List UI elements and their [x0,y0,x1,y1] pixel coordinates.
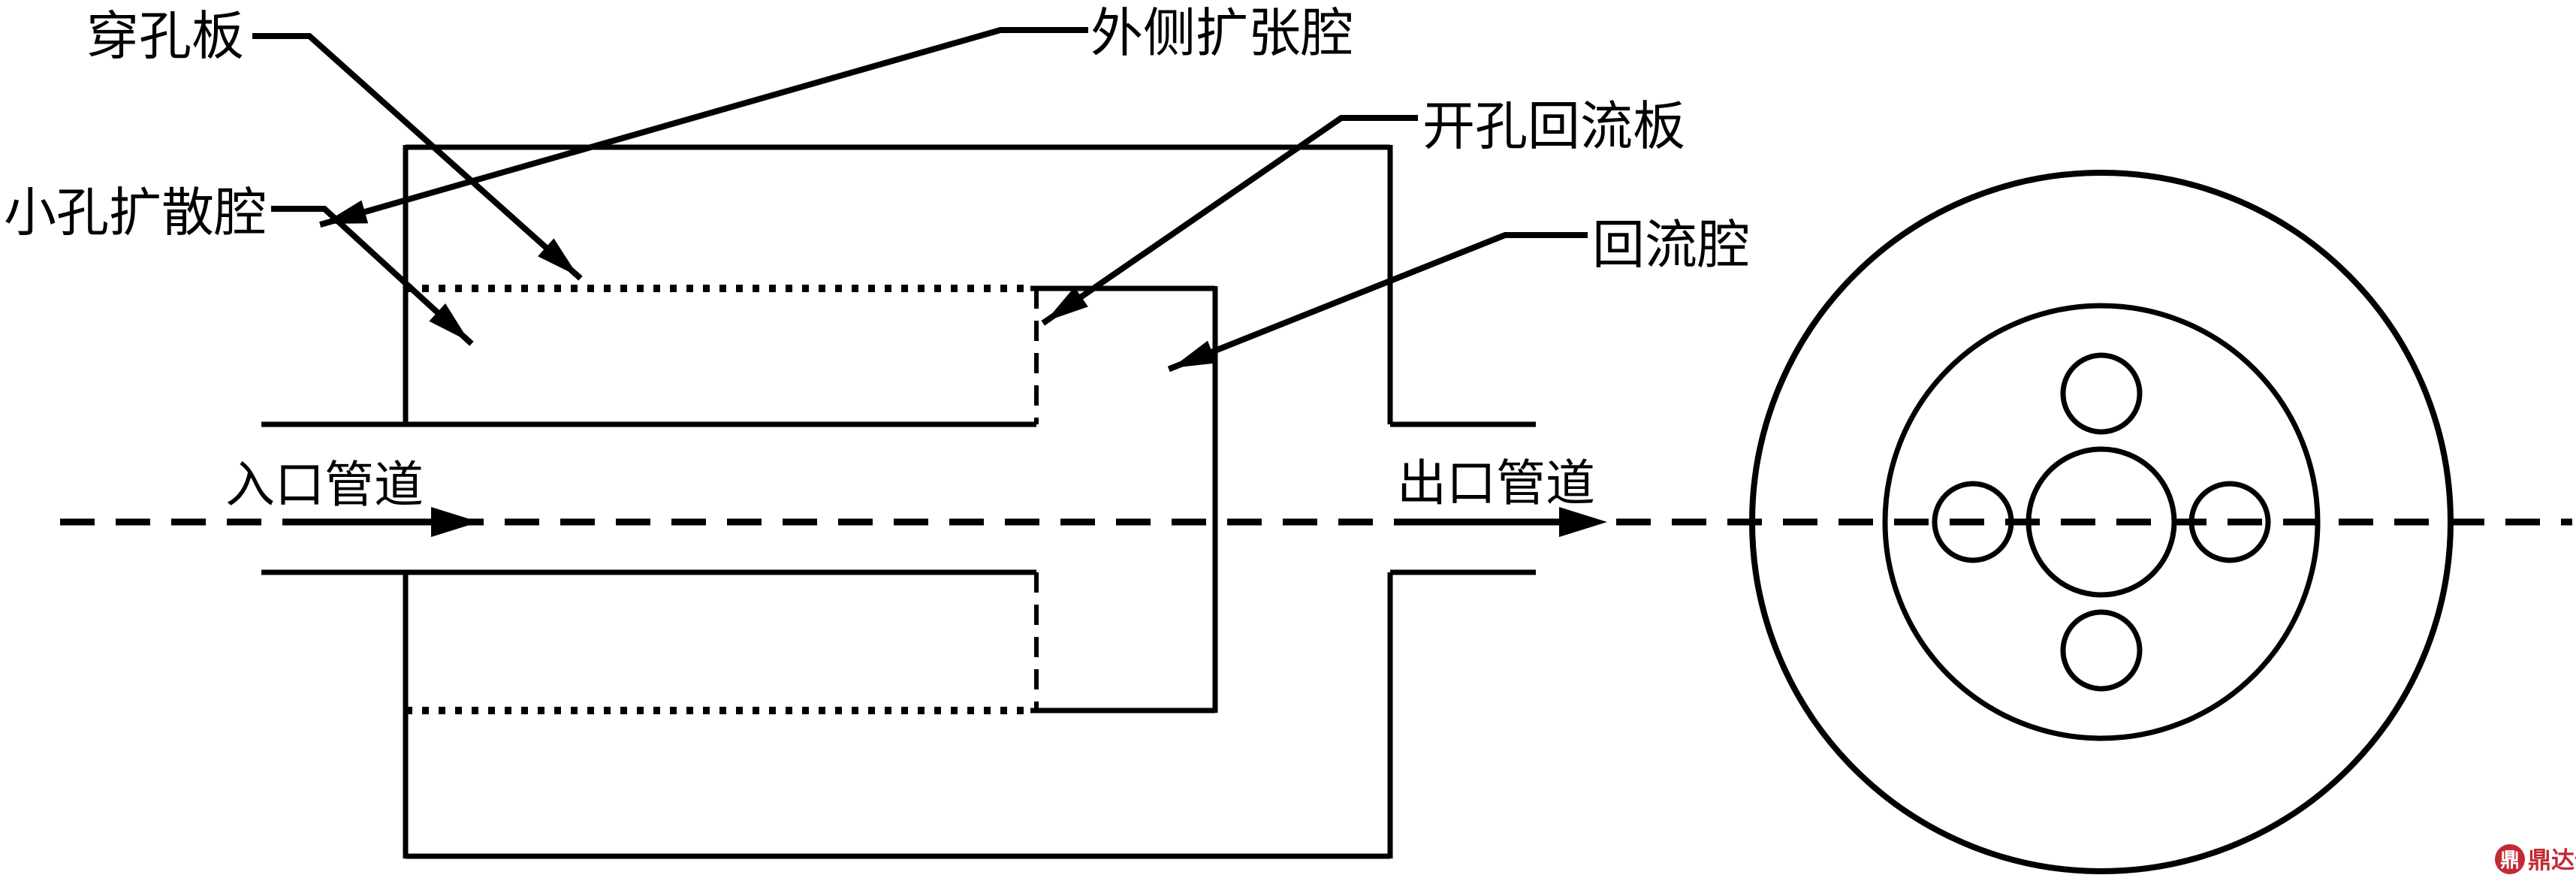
end-view-hole-bottom-circle [2060,609,2143,692]
label-small-hole-diffusion-chamber: 小孔扩散腔 [4,185,267,243]
end-view-hole-top-circle [2060,352,2143,435]
end-view-hole-right-circle [2188,481,2271,563]
label-outlet-pipe: 出口管道 [1397,457,1595,511]
label-return-chamber: 回流腔 [1592,217,1750,275]
leader-return-chamber [1167,232,1588,373]
label-perforated-return-plate: 开孔回流板 [1422,98,1685,156]
label-leader-lines [252,27,1607,537]
label-perforated-plate: 穿孔板 [86,8,244,66]
label-outer-expansion-chamber: 外侧扩张腔 [1090,5,1353,63]
watermark-logo-icon [2495,844,2525,874]
leader-outer-expansion-chamber-arrowhead-icon [323,200,369,224]
watermark-brand-text: 鼎达信 [2528,847,2576,873]
leader-perforated-return-plate [1041,115,1418,326]
label-inlet-pipe: 入口管道 [225,458,424,513]
leader-perforated-plate [252,33,583,281]
diagram-labels: 穿孔板 小孔扩散腔 外侧扩张腔 开孔回流板 回流腔 入口管道 出口管道 [4,5,1750,513]
muffler-end-view-geometry [1749,170,2454,874]
leader-small-hole-diffusion-chamber-arrowhead-icon [429,303,469,342]
watermark: 鼎 鼎达信 [2495,844,2576,874]
leader-small-hole-diffusion-chamber [271,206,474,346]
watermark-logo-glyph: 鼎 [2500,849,2520,871]
leader-perforated-return-plate-arrowhead-icon [1045,286,1088,321]
leader-perforated-plate-arrowhead-icon [538,238,578,276]
inlet-flow-arrow-arrowhead-icon [431,507,479,537]
end-view-hole-left-circle [1932,481,2014,563]
end-view-inner-plate-circle [1882,303,2321,741]
outlet-flow-arrow-arrowhead-icon [1559,507,1607,537]
end-view-outer-shell-circle [1749,170,2454,874]
leader-return-chamber-arrowhead-icon [1172,340,1217,368]
end-view-center-hole-circle [2026,446,2177,598]
leader-outer-expansion-chamber [319,27,1088,228]
